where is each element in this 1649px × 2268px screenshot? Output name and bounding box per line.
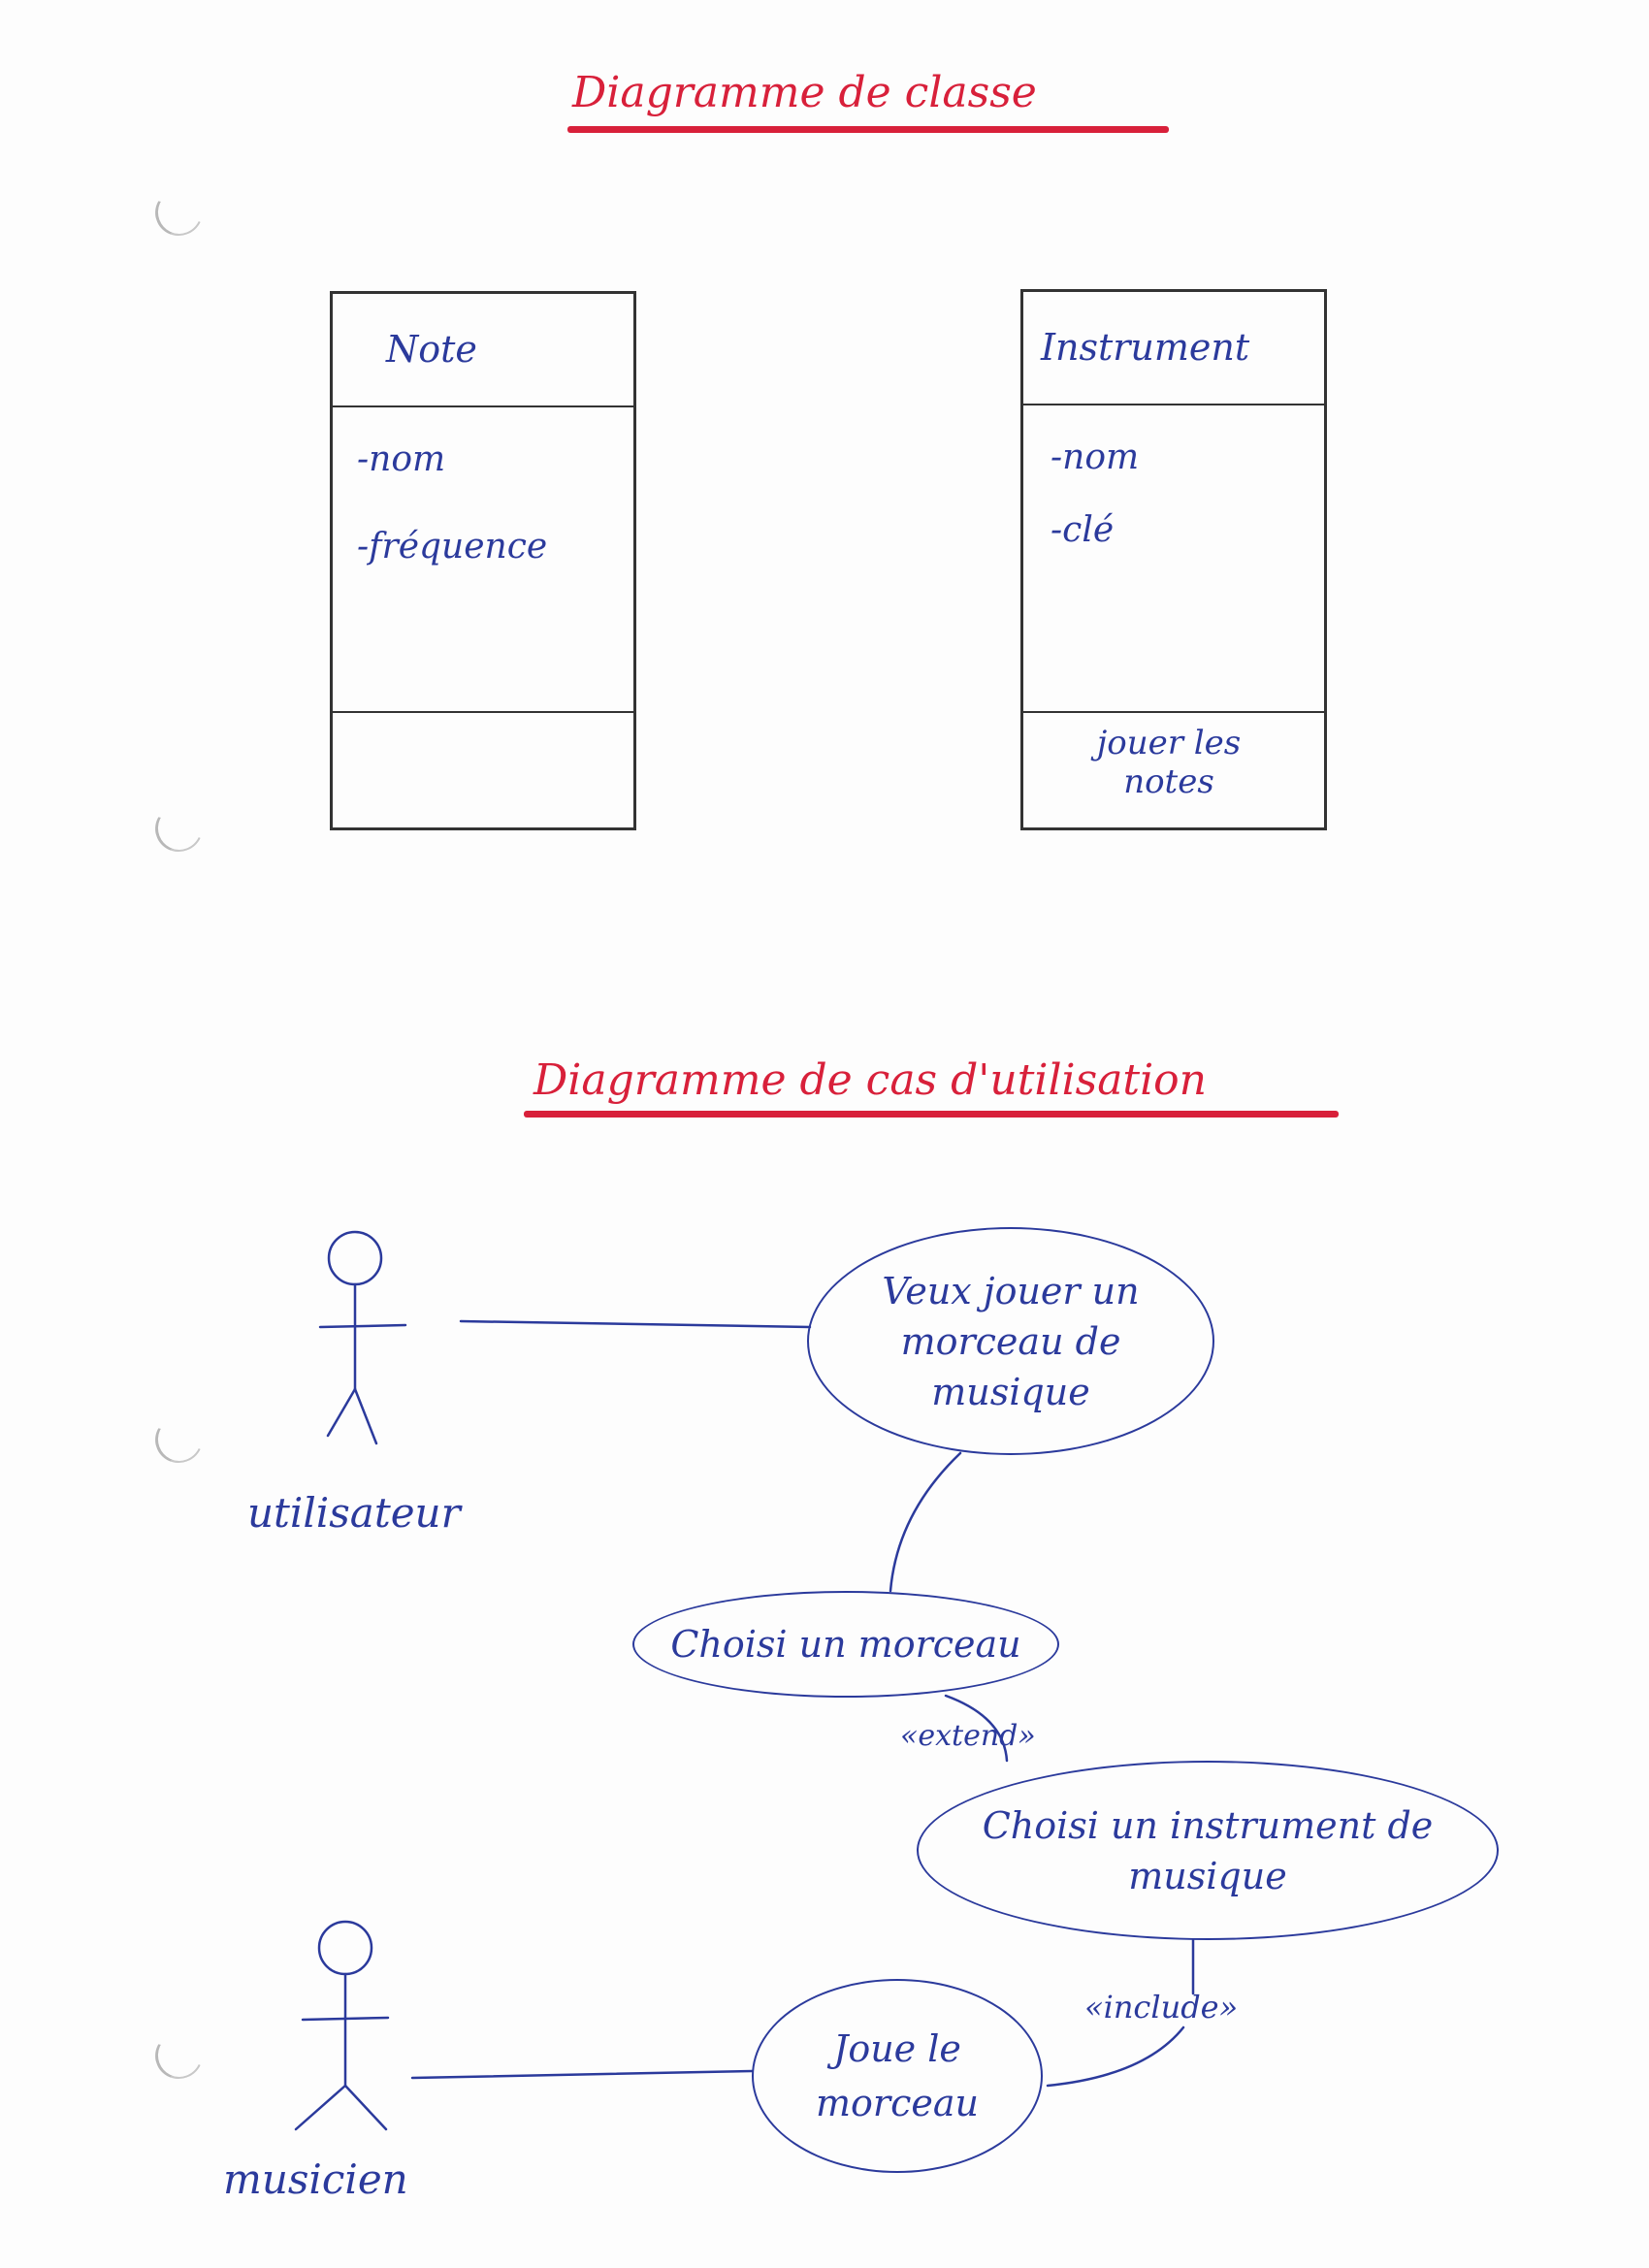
actor-musician-arms xyxy=(301,2016,390,2022)
association-user-want-play xyxy=(459,1319,812,1329)
actor-user-head xyxy=(327,1230,383,1286)
class-diagram-title: Diagramme de classe xyxy=(572,68,1037,117)
actor-musician-label: musicien xyxy=(223,2155,408,2203)
actor-musician-head xyxy=(317,1920,373,1976)
link-extend xyxy=(944,1694,1009,1763)
usecase-play-piece-label: Joue le morceau xyxy=(816,2027,979,2124)
class-divider xyxy=(333,711,633,713)
actor-musician-leg xyxy=(294,2084,347,2131)
class-diagram-title-underline xyxy=(567,126,1169,133)
actor-user-leg xyxy=(353,1387,378,1445)
class-instrument-method: jouer les notes xyxy=(1096,724,1242,801)
actor-musician-leg xyxy=(343,2084,388,2131)
link-want-play-choose-piece xyxy=(889,1451,962,1593)
class-instrument-attribute: -nom xyxy=(1051,437,1140,477)
class-divider xyxy=(1023,404,1324,405)
association-musician-play xyxy=(410,2069,754,2080)
class-divider xyxy=(1023,711,1324,713)
class-divider xyxy=(333,405,633,407)
usecase-play-piece: Joue le morceau xyxy=(752,1979,1043,2173)
actor-user-label: utilisateur xyxy=(247,1489,461,1537)
usecase-want-play: Veux jouer un morceau de musique xyxy=(807,1227,1214,1455)
usecase-choose-instrument-label: Choisi un instrument de musique xyxy=(982,1803,1434,1897)
class-instrument: Instrument -nom -clé jouer les notes xyxy=(1020,289,1327,830)
class-note-attribute: -fréquence xyxy=(357,527,548,567)
class-instrument-name: Instrument xyxy=(1041,326,1250,369)
usecase-want-play-label: Veux jouer un morceau de musique xyxy=(882,1269,1140,1413)
include-label: «include» xyxy=(1084,1989,1239,2025)
class-note-attribute: -nom xyxy=(357,439,446,479)
class-instrument-attribute: -clé xyxy=(1051,510,1115,550)
link-include-tail xyxy=(1046,2025,1185,2088)
usecase-choose-piece: Choisi un morceau xyxy=(632,1591,1059,1698)
actor-user-leg xyxy=(326,1387,357,1438)
usecase-choose-instrument: Choisi un instrument de musique xyxy=(917,1761,1499,1940)
actor-user-arms xyxy=(318,1323,407,1329)
class-note: Note -nom -fréquence xyxy=(330,291,636,830)
usecase-diagram-title: Diagramme de cas d'utilisation xyxy=(534,1055,1208,1105)
usecase-diagram-title-underline xyxy=(524,1111,1339,1118)
class-note-name: Note xyxy=(386,328,477,371)
extend-label: «extend» xyxy=(900,1719,1036,1753)
usecase-choose-piece-label: Choisi un morceau xyxy=(670,1623,1021,1666)
